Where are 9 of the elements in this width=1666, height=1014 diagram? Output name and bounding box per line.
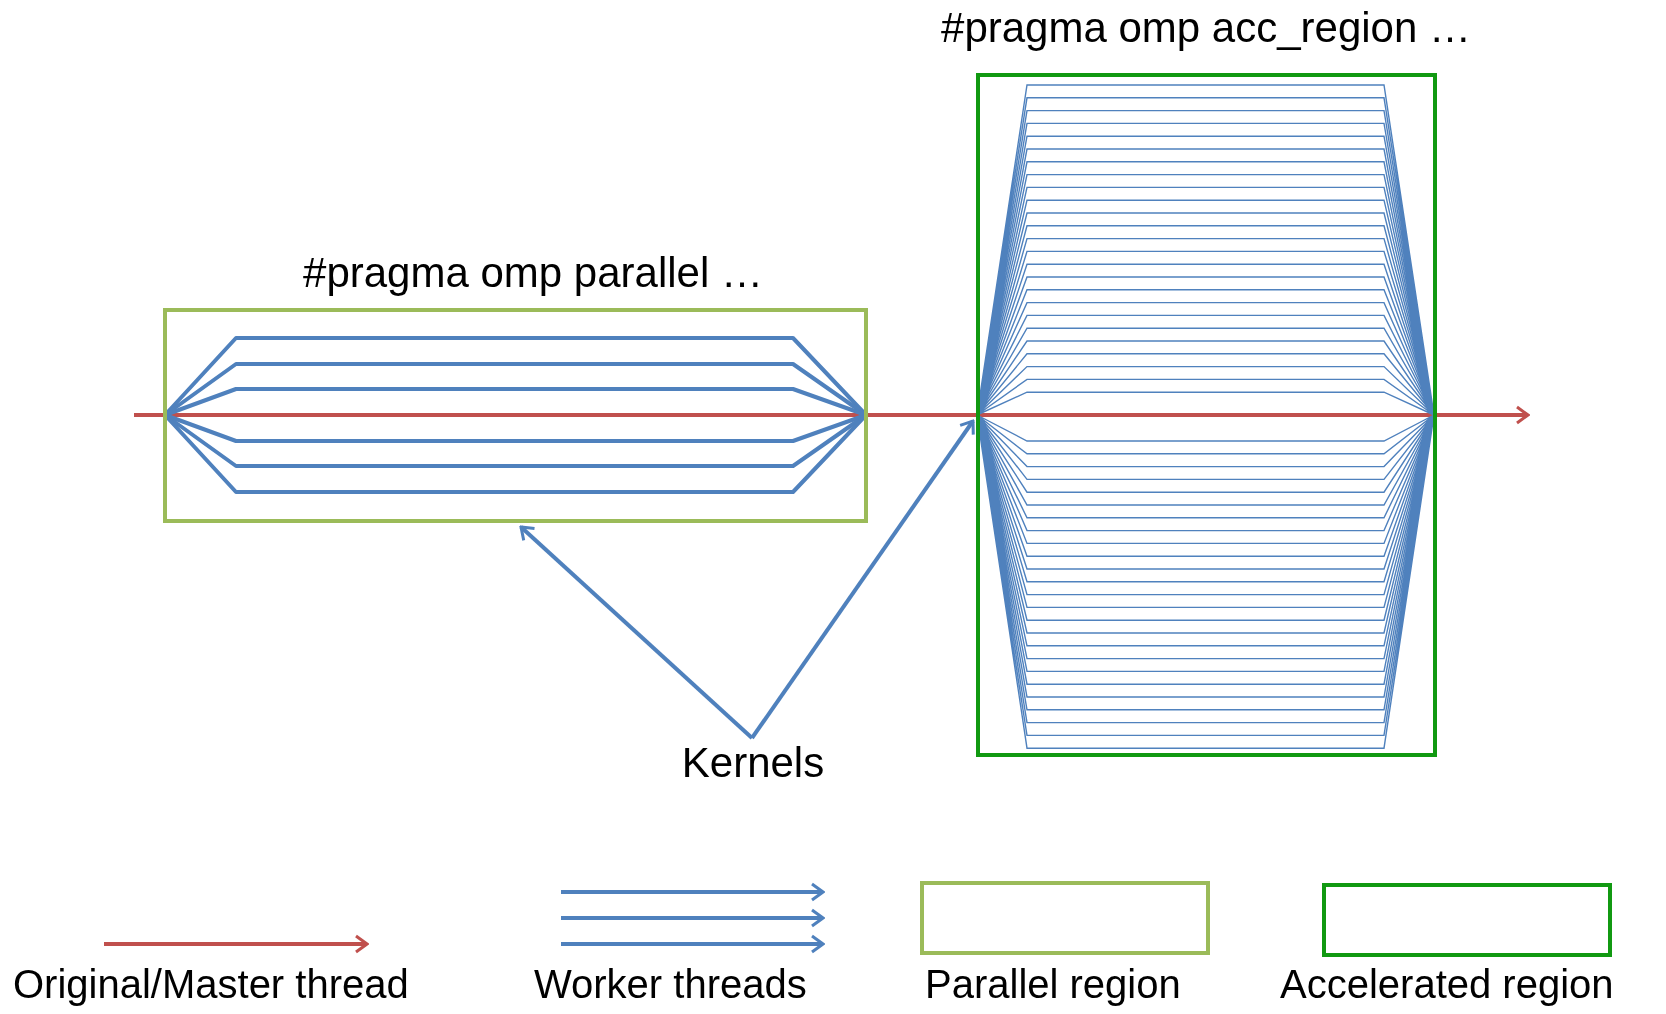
leader-arrow [750,419,975,740]
legend-label: Parallel region [925,962,1181,1006]
region-heading: #pragma omp acc_region … [941,5,1471,52]
leader-arrow [519,525,754,740]
legend-label: Accelerated region [1280,962,1614,1006]
legend-label: Original/Master thread [13,962,409,1006]
legend-label: Worker threads [534,962,807,1006]
region-heading: #pragma omp parallel … [303,250,763,297]
kernels-label: Kernels [681,740,825,787]
